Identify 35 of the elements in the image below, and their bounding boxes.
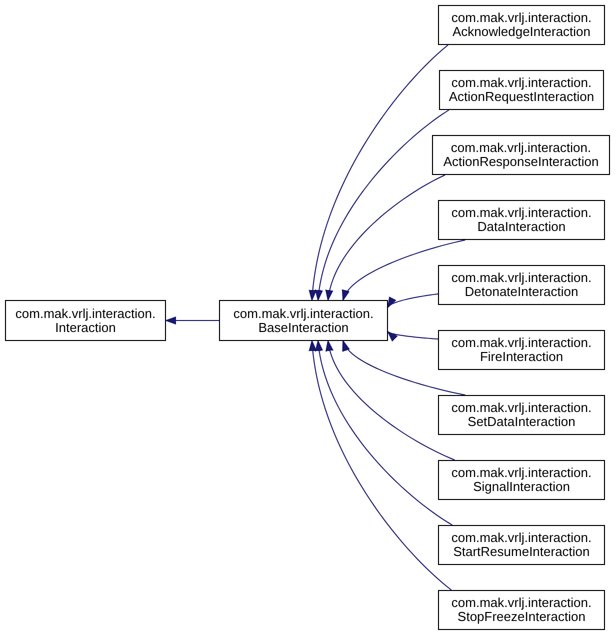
class-box xyxy=(438,590,605,630)
class-box xyxy=(439,70,604,110)
inheritance-arrow xyxy=(388,294,438,308)
inheritance-arrow xyxy=(308,340,452,590)
class-box xyxy=(438,265,605,305)
class-name: com.mak.vrlj.interaction. StopFreezeInteraction xyxy=(450,596,593,624)
class-name: com.mak.vrlj.interaction. DetonateInteraction xyxy=(450,271,593,299)
class-box xyxy=(438,330,605,370)
class-name: com.mak.vrlj.interaction. Interaction xyxy=(14,306,157,334)
class-name: com.mak.vrlj.interaction. StartResumeInteraction xyxy=(450,531,593,559)
class-box xyxy=(438,200,605,240)
class-box xyxy=(438,460,605,500)
class-name: com.mak.vrlj.interaction. AcknowledgeInteraction xyxy=(450,11,593,39)
inheritance-arrow xyxy=(325,174,446,300)
class-name: com.mak.vrlj.interaction. BaseInteraction xyxy=(232,306,375,334)
class-box xyxy=(438,525,605,565)
inheritance-arrow xyxy=(326,340,456,460)
class-box xyxy=(432,135,610,175)
class-name: com.mak.vrlj.interaction. SetDataInteraction xyxy=(450,401,593,429)
inheritance-arrow xyxy=(166,316,220,324)
class-name: com.mak.vrlj.interaction. FireInteraction xyxy=(450,336,593,364)
class-name: com.mak.vrlj.interaction. ActionRequestInteraction xyxy=(448,76,596,104)
class-box xyxy=(438,5,605,45)
class-name: com.mak.vrlj.interaction. DataInteraction xyxy=(450,206,593,234)
inheritance-arrow xyxy=(342,240,466,300)
inheritance-arrow xyxy=(315,110,450,300)
inheritance-arrow xyxy=(315,340,453,526)
inheritance-arrow xyxy=(342,340,466,396)
class-name: com.mak.vrlj.interaction. SignalInteraction xyxy=(450,466,593,494)
inheritance-arrow xyxy=(388,331,438,342)
inheritance-arrow xyxy=(308,44,449,300)
class-box xyxy=(5,300,166,341)
class-box xyxy=(438,395,605,435)
class-box xyxy=(219,300,388,341)
class-name: com.mak.vrlj.interaction. ActionResponseInteraction xyxy=(442,141,600,169)
